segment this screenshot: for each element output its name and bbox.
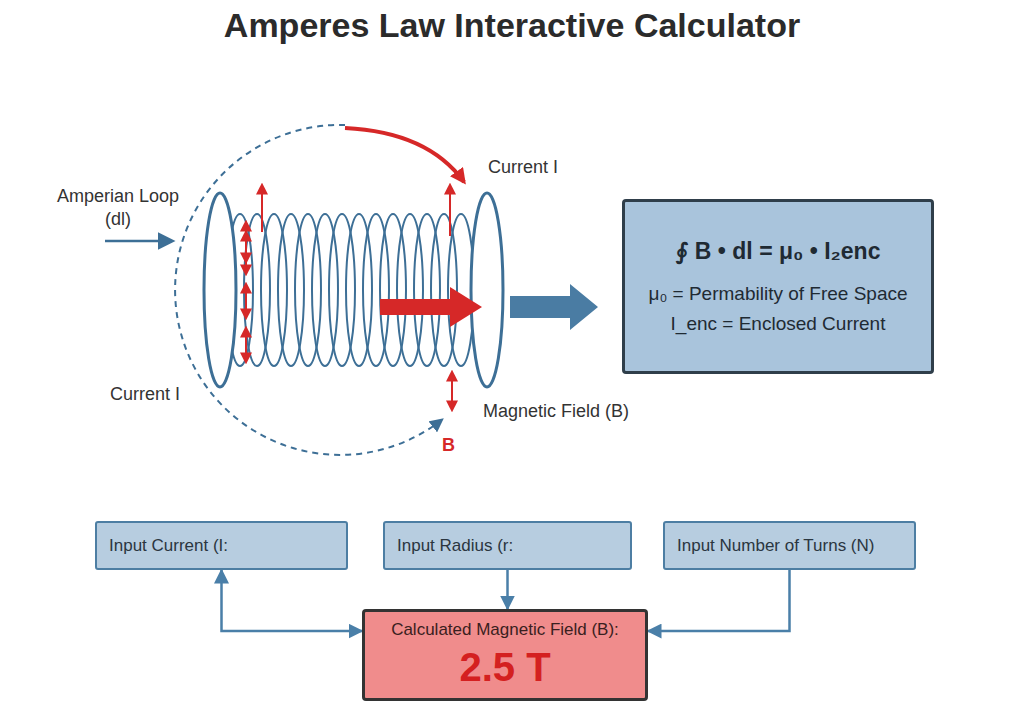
box-text: I_enc = Enclosed Current (671, 313, 886, 335)
end-ring (204, 193, 236, 387)
coil-turn (414, 214, 440, 366)
input-box: Input Radius (r: (383, 521, 632, 570)
coil-windings (227, 214, 474, 366)
box-text: μ₀ = Permability of Free Space (648, 283, 907, 305)
leader-arrow (105, 240, 172, 243)
coil-turn (363, 214, 389, 366)
connector (648, 570, 790, 631)
field-line (449, 185, 451, 236)
field-line (451, 372, 453, 410)
connector (222, 570, 363, 631)
field-line (245, 284, 247, 318)
coil-turn (329, 214, 355, 366)
box-heading: Input Radius (r: (397, 536, 513, 556)
field-arrows (246, 185, 452, 410)
flow-arrow (510, 284, 598, 330)
formula-box: ∮ B • dl = μ₀ • I₂enc μ₀ = Permability of… (622, 199, 934, 374)
label: Amperian Loop (dl) (53, 185, 183, 230)
box-heading: Calculated Magnetic Field (B): (391, 620, 619, 640)
label: Current I (110, 383, 180, 406)
label: Current I (488, 156, 558, 179)
result-box: Calculated Magnetic Field (B): 2.5 T (362, 609, 648, 701)
amperian-loop (175, 125, 442, 455)
end-ring (471, 193, 503, 387)
connector (506, 570, 509, 609)
coil-turn (261, 214, 287, 366)
coil-turn (312, 214, 338, 366)
field-line (261, 185, 263, 232)
coil-turn (397, 214, 423, 366)
coil-turn (295, 214, 321, 366)
current-arc (345, 128, 464, 182)
field-arrow (380, 287, 482, 327)
coil-turn (346, 214, 372, 366)
label: Magnetic Field (B) (483, 400, 629, 423)
box-heading: Input Number of Turns (N) (677, 536, 874, 556)
coil-turn (244, 214, 270, 366)
label: B (442, 434, 455, 457)
field-line (245, 328, 247, 362)
input-box: Input Number of Turns (N) (663, 521, 916, 570)
input-box: Input Current (I: (95, 521, 348, 570)
coil-turn (380, 214, 406, 366)
box-text: 2.5 T (459, 644, 550, 690)
coil-turn (278, 214, 304, 366)
title: Amperes Law Interactive Calculator (0, 6, 1024, 45)
field-line (245, 232, 247, 274)
box-heading: Input Current (I: (109, 536, 228, 556)
box-heading: ∮ B • dl = μ₀ • I₂enc (676, 238, 881, 264)
